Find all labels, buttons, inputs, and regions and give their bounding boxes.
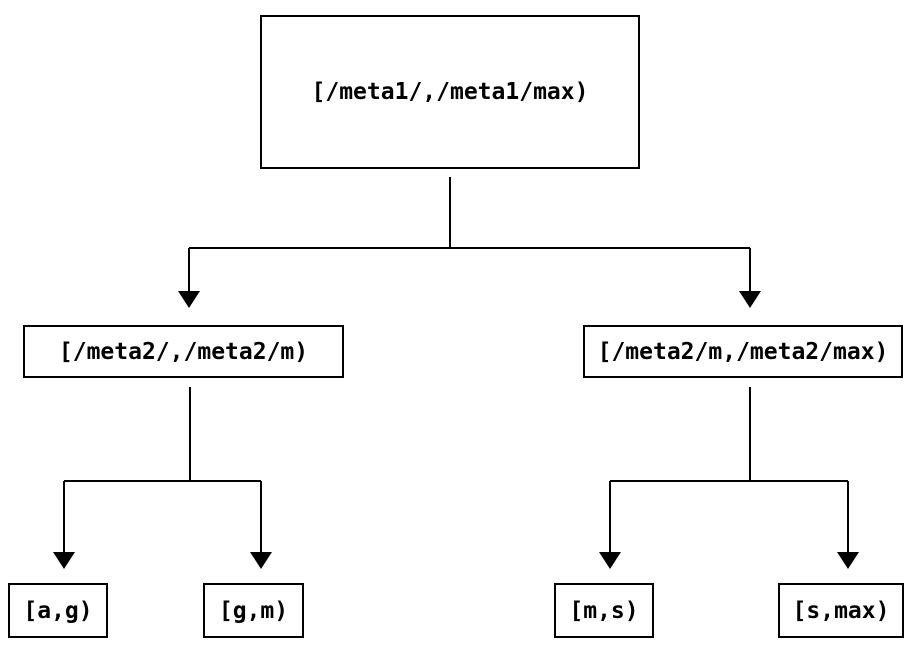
tree-node-leaf-smax-label: [s,max) <box>792 597 890 624</box>
arrowhead-icon <box>53 552 75 569</box>
tree-node-root: [/meta1/,/meta1/max) <box>260 15 640 169</box>
tree-node-meta2-right: [/meta2/m,/meta2/max) <box>583 325 903 378</box>
tree-node-meta2-left-label: [/meta2/,/meta2/m) <box>58 338 309 365</box>
arrowhead-icon <box>178 291 200 308</box>
tree-node-leaf-ag: [a,g) <box>8 583 108 638</box>
tree-node-leaf-gm-label: [g,m) <box>218 597 289 624</box>
tree-node-root-label: [/meta1/,/meta1/max) <box>311 79 589 105</box>
arrowhead-icon <box>599 552 621 569</box>
edge-root-to-children <box>188 177 751 291</box>
edge-right-to-leaves <box>609 387 849 552</box>
edge-left-to-leaves <box>63 387 262 552</box>
tree-node-meta2-right-label: [/meta2/m,/meta2/max) <box>597 338 889 365</box>
tree-node-leaf-ms-label: [m,s) <box>569 597 639 624</box>
tree-node-meta2-left: [/meta2/,/meta2/m) <box>23 325 344 378</box>
tree-node-leaf-ag-label: [a,g) <box>23 597 93 624</box>
tree-node-leaf-smax: [s,max) <box>778 583 904 638</box>
arrowhead-icon <box>739 291 761 308</box>
arrowhead-icon <box>837 552 859 569</box>
tree-node-leaf-ms: [m,s) <box>554 583 654 638</box>
arrowhead-icon <box>250 552 272 569</box>
tree-node-leaf-gm: [g,m) <box>203 583 304 638</box>
